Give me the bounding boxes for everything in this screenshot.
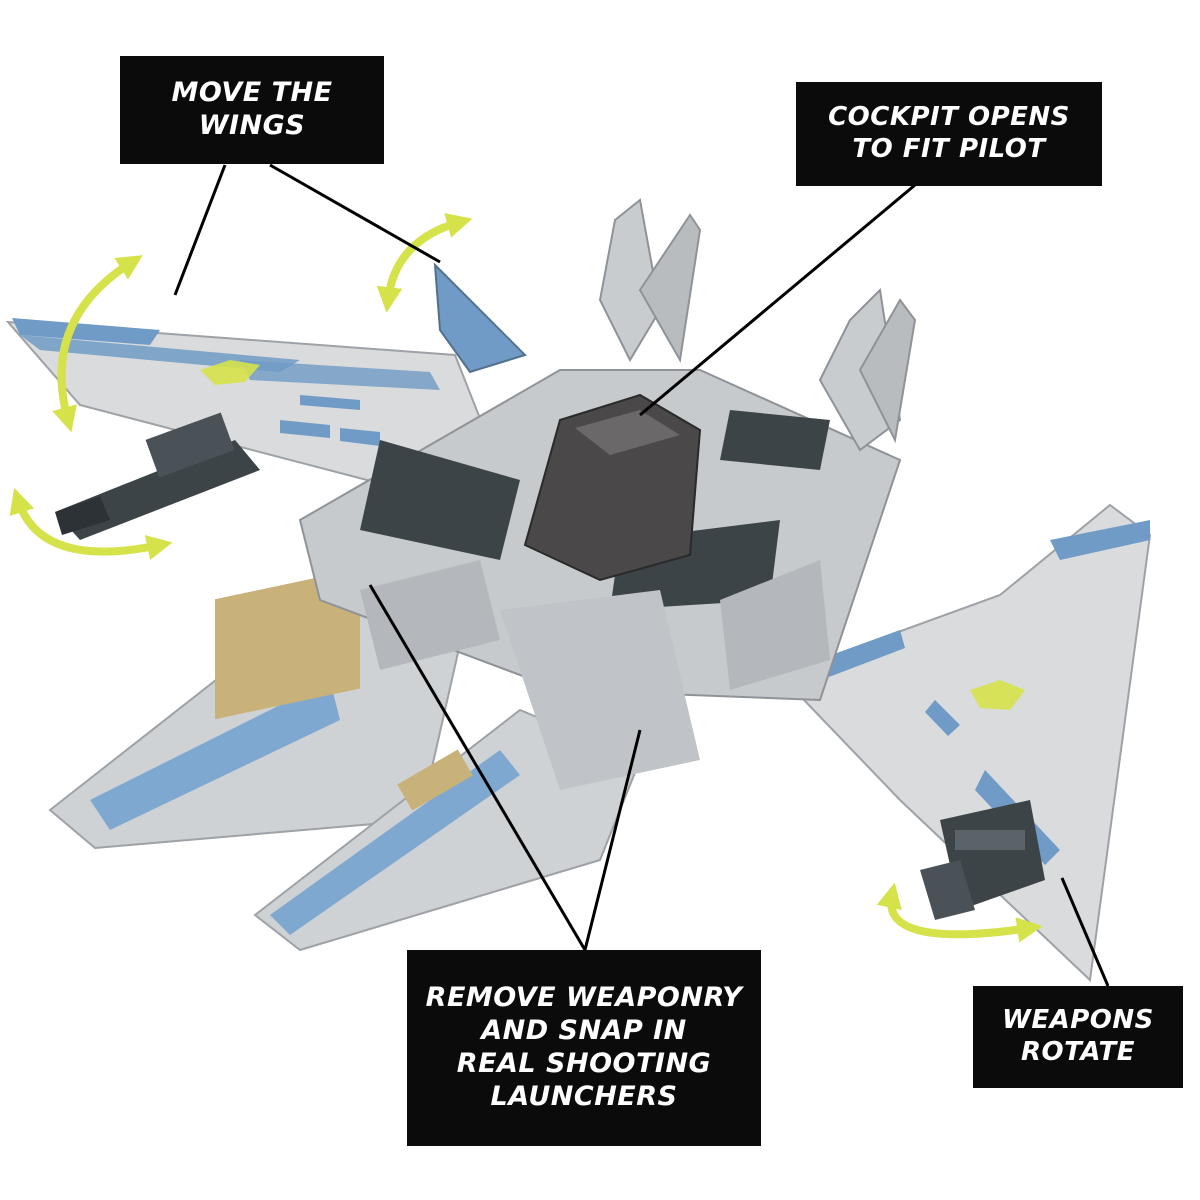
left-wing-emblem xyxy=(200,360,260,385)
callout-remove-weaponry: REMOVE WEAPONRY AND SNAP IN REAL SHOOTIN… xyxy=(407,950,761,1146)
callout-cockpit-line2: TO FIT PILOT xyxy=(852,134,1046,164)
gold-panel xyxy=(215,568,360,720)
leader-lines xyxy=(173,163,1110,987)
callout-weaponry-line2: AND SNAP IN xyxy=(481,1015,687,1047)
callout-weapons-rotate: WEAPONS ROTATE xyxy=(973,986,1183,1088)
callout-rotate-line2: ROTATE xyxy=(1021,1037,1135,1067)
callout-cockpit-opens: COCKPIT OPENS TO FIT PILOT xyxy=(796,82,1102,186)
callout-weaponry-line4: LAUNCHERS xyxy=(490,1080,678,1112)
right-wing-emblem xyxy=(970,680,1025,710)
cockpit-highlight xyxy=(575,410,680,455)
engine-fins xyxy=(598,198,917,452)
rotation-arrows xyxy=(9,213,1043,943)
callout-cockpit-line1: COCKPIT OPENS xyxy=(828,102,1070,133)
left-nacelle xyxy=(48,568,472,850)
right-gun-rotate-arrow-icon xyxy=(876,882,1043,943)
callout-weaponry-line3: REAL SHOOTING xyxy=(456,1048,712,1079)
left-wing-rotate-arrow-icon xyxy=(52,255,143,433)
callout-wings-line2: WINGS xyxy=(198,110,306,141)
left-fin-rotate-arrow-icon xyxy=(376,213,473,313)
left-gun-rotate-arrow-icon xyxy=(9,487,173,561)
callout-wings-line1: MOVE THE xyxy=(171,77,333,109)
callout-weaponry-line1: REMOVE WEAPONRY xyxy=(425,982,743,1014)
callout-move-the-wings: MOVE THE WINGS xyxy=(120,56,384,164)
callout-rotate-line1: WEAPONS xyxy=(1002,1005,1154,1036)
